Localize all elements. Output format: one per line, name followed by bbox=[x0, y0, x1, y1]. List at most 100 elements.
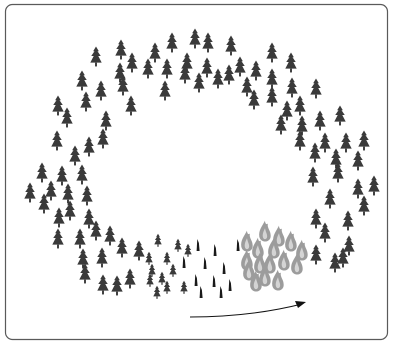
direction-arrow bbox=[190, 304, 302, 317]
conifer-tree-icon bbox=[310, 209, 321, 229]
conifer-tree-icon bbox=[174, 239, 181, 252]
conifer-tree-icon bbox=[161, 59, 172, 79]
conifer-tree-icon bbox=[97, 275, 108, 295]
conifer-tree-icon bbox=[310, 245, 321, 265]
conifer-tree-icon bbox=[62, 184, 73, 204]
conifer-tree-icon bbox=[330, 149, 341, 169]
conifer-tree-icon bbox=[96, 248, 107, 268]
conifer-tree-icon bbox=[74, 229, 85, 249]
conifer-tree-icon bbox=[201, 58, 212, 78]
conifer-tree-icon bbox=[111, 276, 122, 296]
conifer-tree-icon bbox=[159, 81, 170, 101]
conifer-tree-icon bbox=[77, 249, 88, 269]
burnt-stump-icon bbox=[183, 256, 186, 268]
conifer-tree-icon bbox=[319, 223, 330, 243]
flame-icon bbox=[241, 231, 253, 252]
conifer-tree-icon bbox=[76, 165, 87, 185]
conifer-tree-icon bbox=[314, 111, 325, 131]
flame-icon bbox=[285, 231, 297, 252]
conifer-tree-icon bbox=[250, 61, 261, 81]
arrow-head bbox=[295, 301, 306, 308]
conifer-tree-icon bbox=[275, 115, 286, 135]
conifer-tree-icon bbox=[266, 69, 277, 89]
burnt-stump-icon bbox=[223, 262, 226, 274]
burnt-stump-icon bbox=[237, 239, 240, 251]
conifer-tree-icon bbox=[145, 252, 152, 265]
conifer-tree-icon bbox=[266, 43, 277, 63]
conifer-tree-icon bbox=[79, 264, 90, 284]
conifer-tree-icon bbox=[45, 181, 56, 201]
conifer-tree-icon bbox=[69, 146, 80, 166]
conifer-tree-icon bbox=[358, 131, 369, 151]
conifer-tree-icon bbox=[368, 176, 379, 196]
conifer-tree-icon bbox=[158, 272, 165, 285]
conifer-tree-icon bbox=[154, 234, 161, 247]
conifer-tree-icon bbox=[80, 92, 91, 112]
conifer-tree-icon bbox=[124, 269, 135, 289]
conifer-tree-icon bbox=[324, 189, 335, 209]
conifer-tree-icon bbox=[241, 77, 252, 97]
conifer-tree-icon bbox=[133, 241, 144, 261]
conifer-tree-icon bbox=[180, 281, 187, 294]
conifer-tree-icon bbox=[358, 196, 369, 216]
conifer-tree-icon bbox=[342, 211, 353, 231]
burnt-stump-icon bbox=[204, 257, 207, 269]
conifer-tree-icon bbox=[142, 59, 153, 79]
conifer-tree-icon bbox=[193, 73, 204, 93]
fire-front bbox=[241, 221, 308, 292]
conifer-tree-icon bbox=[126, 53, 137, 73]
conifer-tree-icon bbox=[285, 53, 296, 73]
conifer-tree-icon bbox=[223, 65, 234, 85]
conifer-tree-icon bbox=[115, 40, 126, 60]
flame-icon bbox=[259, 221, 271, 242]
conifer-tree-icon bbox=[83, 137, 94, 157]
burnt-stump-icon bbox=[220, 286, 223, 298]
conifer-tree-icon bbox=[36, 163, 47, 183]
conifer-tree-icon bbox=[334, 106, 345, 126]
conifer-tree-icon bbox=[340, 133, 351, 153]
conifer-tree-icon bbox=[100, 111, 111, 131]
conifer-tree-icon bbox=[24, 183, 35, 203]
conifer-tree-icon bbox=[163, 252, 170, 265]
conifer-tree-icon bbox=[296, 116, 307, 136]
flame-icon bbox=[272, 270, 284, 291]
conifer-tree-icon bbox=[116, 238, 127, 258]
conifer-tree-icon bbox=[352, 179, 363, 199]
conifer-tree-icon bbox=[64, 201, 75, 221]
conifer-tree-icon bbox=[56, 166, 67, 186]
conifer-tree-icon bbox=[166, 33, 177, 53]
conifer-tree-icon bbox=[319, 133, 330, 153]
burnt-area bbox=[183, 239, 247, 298]
flame-icon bbox=[252, 238, 264, 259]
conifer-tree-icon bbox=[149, 43, 160, 63]
conifer-tree-icon bbox=[310, 79, 321, 99]
burnt-stump-icon bbox=[197, 239, 200, 251]
conifer-tree-icon bbox=[309, 143, 320, 163]
conifer-tree-icon bbox=[163, 281, 170, 294]
conifer-tree-icon bbox=[189, 29, 200, 49]
conifer-tree-icon bbox=[97, 129, 108, 149]
conifer-tree-icon bbox=[294, 131, 305, 151]
conifer-tree-icon bbox=[286, 78, 297, 98]
conifer-tree-icon bbox=[51, 131, 62, 151]
conifer-tree-icon bbox=[52, 96, 63, 116]
conifer-tree-icon bbox=[76, 71, 87, 91]
conifer-tree-icon bbox=[90, 47, 101, 67]
burnt-stump-icon bbox=[229, 279, 232, 291]
conifer-tree-icon bbox=[234, 57, 245, 77]
conifer-tree-icon bbox=[53, 208, 64, 228]
burnt-stump-icon bbox=[213, 275, 216, 287]
conifer-tree-icon bbox=[81, 186, 92, 206]
flame-icon bbox=[278, 250, 290, 271]
conifer-tree-icon bbox=[184, 244, 191, 257]
conifer-tree-icon bbox=[202, 33, 213, 53]
conifer-tree-icon bbox=[95, 81, 106, 101]
conifer-tree-icon bbox=[294, 96, 305, 116]
conifer-tree-icon bbox=[52, 229, 63, 249]
conifer-tree-icon bbox=[83, 209, 94, 229]
conifer-tree-icon bbox=[146, 274, 153, 287]
conifer-tree-icon bbox=[307, 167, 318, 187]
burnt-stump-icon bbox=[214, 244, 217, 256]
conifer-tree-icon bbox=[352, 151, 363, 171]
